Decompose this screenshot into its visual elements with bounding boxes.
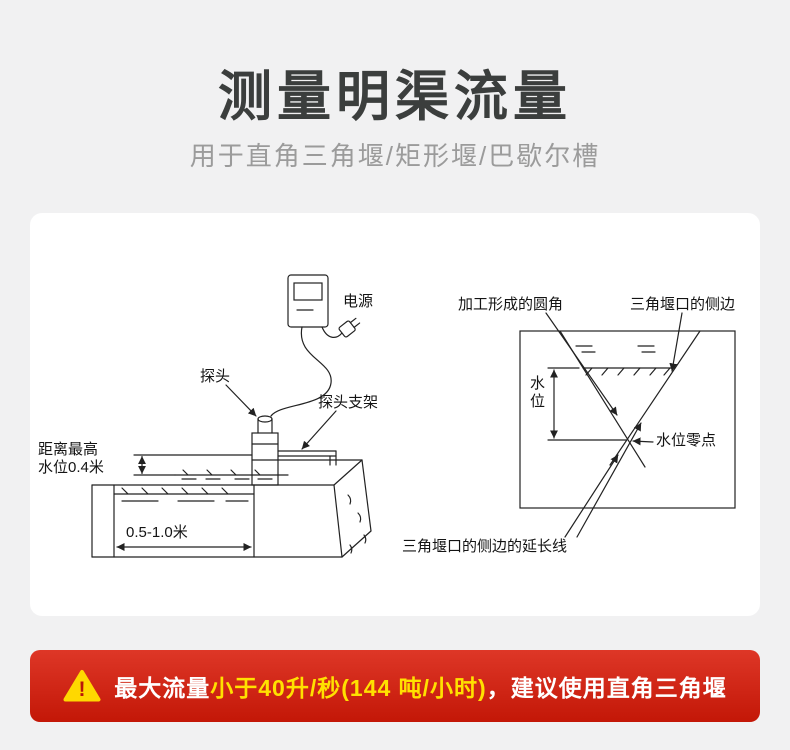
power-plug-drawing: [338, 317, 361, 338]
corner-leader: [545, 312, 618, 416]
channel-block-drawing: [91, 459, 372, 558]
banner-text-part1: 最大流量: [114, 675, 211, 701]
water-surface: [174, 469, 289, 480]
v-notch-water: [575, 345, 676, 376]
level-dimension: [547, 367, 627, 441]
probe-leader: [225, 384, 257, 417]
extension-line-label: 三角堰口的侧边的延长线: [402, 538, 568, 555]
rounded-corner-label: 加工形成的圆角: [458, 296, 564, 313]
zero-point-leader: [632, 437, 654, 446]
extension-leader-1: [564, 454, 619, 538]
water-cross-section: [113, 487, 255, 502]
warning-exclamation: !: [79, 678, 86, 701]
probe-cable: [270, 326, 332, 417]
power-label: 电源: [343, 293, 374, 310]
bracket-drawing: [277, 450, 337, 466]
diagram-card: 电源 探头 探头支架 距离最高 水位0.4米 0.5-1.0米 加工形成的圆角 …: [30, 213, 760, 616]
water-level-label: 水位: [528, 375, 545, 411]
distance-label-line1: 距离最高: [38, 441, 99, 458]
bracket-leader: [301, 410, 337, 450]
splash-marks: [347, 494, 367, 554]
extension-leader-2: [576, 422, 642, 538]
banner-text: 最大流量小于40升/秒(144 吨/小时)，建议使用直角三角堰: [114, 669, 726, 703]
technical-diagram: [91, 274, 736, 558]
bracket-label: 探头支架: [318, 394, 379, 411]
warning-banner: ! 最大流量小于40升/秒(144 吨/小时)，建议使用直角三角堰: [30, 650, 760, 722]
page-subtitle: 用于直角三角堰/矩形堰/巴歇尔槽: [189, 141, 601, 171]
page-title: 测量明渠流量: [218, 67, 572, 127]
side-edge-label: 三角堰口的侧边: [630, 296, 736, 313]
distance-dimension: [133, 454, 253, 476]
distance-label-line2: 水位0.4米: [38, 459, 104, 476]
banner-text-highlight: 小于40升/秒(144 吨/小时): [210, 675, 487, 701]
display-unit-drawing: [287, 274, 329, 328]
probe-label: 探头: [200, 368, 231, 385]
banner-text-part2: ，建议使用直角三角堰: [486, 675, 727, 701]
weir-plate: [519, 330, 736, 509]
width-label: 0.5-1.0米: [126, 524, 188, 541]
power-cord: [321, 326, 343, 338]
zero-point-label: 水位零点: [656, 432, 717, 449]
distance-label: 距离最高 水位0.4米: [38, 441, 104, 477]
side-edge-leader: [669, 312, 683, 372]
warning-triangle-icon: !: [63, 670, 101, 702]
